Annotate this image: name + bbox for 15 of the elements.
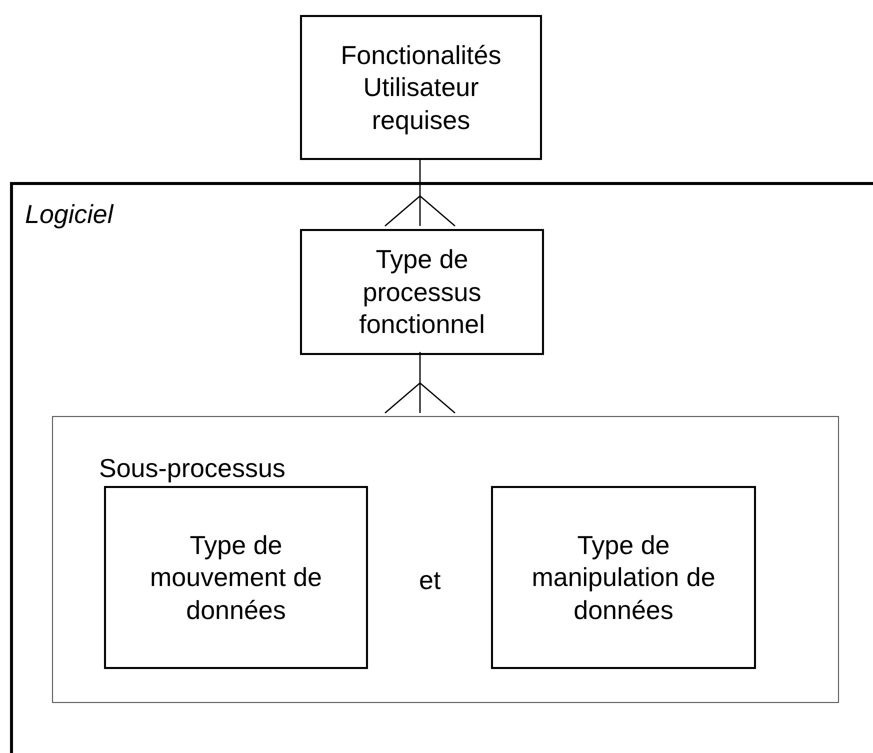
node-label: Fonctionalités Utilisateur requises [340,38,502,136]
entity-box [300,15,542,160]
system-boundary [10,182,873,753]
entity-box [104,486,368,669]
crows-foot-connector [384,160,456,227]
entity-box [300,229,544,355]
container-title: Logiciel [25,201,114,227]
entity-box [491,486,756,669]
node-label: Type de processus fonctionnel [358,243,486,341]
crows-foot-connector [384,352,456,414]
group-box [52,416,839,703]
node-label: Type de manipulation de données [531,528,716,626]
node-label: Type de mouvement de données [149,528,323,626]
group-title: Sous-processus [99,455,286,481]
conjunction-text: et [419,567,441,593]
